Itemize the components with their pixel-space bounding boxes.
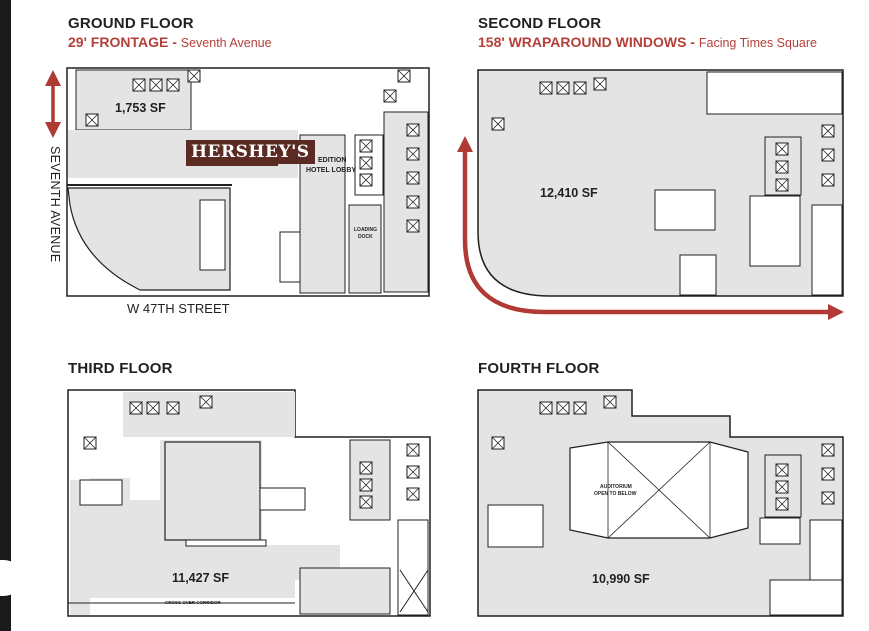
loading-dock-label-line2: DOCK [358,234,373,240]
ground-floor-subtitle: 29' FRONTAGE - Seventh Avenue [68,34,272,50]
second-floor-subtitle-bold: 158' WRAPAROUND WINDOWS - [478,34,695,50]
street-label: W 47TH STREET [127,301,230,316]
fourth-floor-plan [477,389,844,617]
auditorium-label-line2: OPEN TO BELOW [594,491,637,497]
avenue-label: SEVENTH AVENUE [48,146,62,263]
hotel-lobby-label-line2: HOTEL LOBBY [306,167,357,174]
hersheys-logo: HERSHEY'S [186,140,315,164]
ground-floor-frontage-arrow [45,70,61,138]
page-edge-bar [0,0,11,631]
ground-floor-subtitle-rest: Seventh Avenue [180,36,272,50]
second-floor-plan [477,69,844,297]
third-floor-plan [67,389,431,617]
third-floor-title: THIRD FLOOR [68,360,173,377]
ground-floor-subtitle-bold: 29' FRONTAGE - [68,34,177,50]
fourth-floor-area: 10,990 SF [592,572,650,586]
cross-over-corridor-label: CROSS OVER CORRIDOR [165,600,221,605]
ground-floor-plan [66,67,430,297]
second-floor-subtitle: 158' WRAPAROUND WINDOWS - Facing Times S… [478,34,817,50]
second-floor-area: 12,410 SF [540,186,598,200]
fourth-floor-title: FOURTH FLOOR [478,360,600,377]
second-floor-wraparound-arrow [457,136,844,320]
third-floor-area: 11,427 SF [172,571,229,585]
ground-floor-title: GROUND FLOOR [68,15,194,32]
page-edge-tab [0,560,22,596]
loading-dock-label-line1: LOADING [354,227,378,233]
ground-floor-area: 1,753 SF [115,101,166,115]
second-floor-subtitle-rest: Facing Times Square [698,36,817,50]
second-floor-title: SECOND FLOOR [478,15,602,32]
auditorium-label-line1: AUDITORIUM [600,484,632,490]
hotel-lobby-label-line1: EDITION [318,157,347,164]
